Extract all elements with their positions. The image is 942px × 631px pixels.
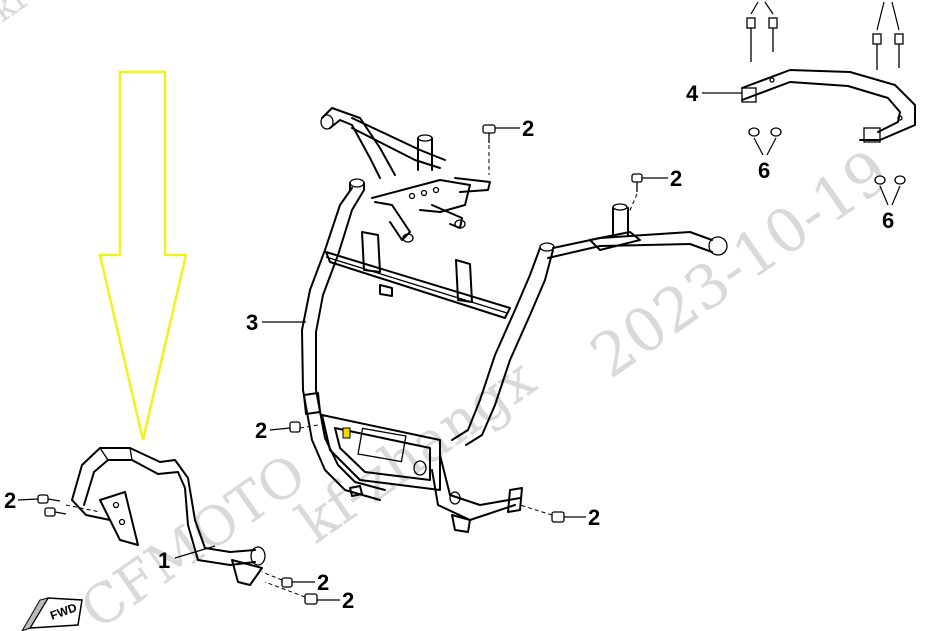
- bumper-tube-part-1: [71, 447, 266, 586]
- watermark-corner: kf: [0, 0, 36, 30]
- callout-2-far-left: 2: [4, 488, 16, 513]
- watermark-user: kf-zhangx: [286, 346, 548, 556]
- nut-set-left: [748, 127, 782, 156]
- callout-6-left: 6: [758, 158, 770, 183]
- callout-6-right: 6: [882, 208, 894, 233]
- callout-2-bottom-right: 2: [588, 505, 600, 530]
- highlight-arrow: [98, 70, 188, 441]
- watermark-brand: CFMOTO: [69, 442, 317, 631]
- callout-2-bottom-lower: 2: [342, 588, 354, 613]
- highlight-marker: [342, 427, 351, 439]
- watermark-date: 2023-10-19: [578, 137, 902, 393]
- callout-2-bottom-upper: 2: [317, 570, 329, 595]
- bolt-set-top-left: [746, 1, 778, 62]
- bolt-set-top-right: [872, 1, 904, 70]
- callout-2-top: 2: [522, 116, 534, 141]
- nut-set-right: [874, 175, 906, 206]
- fwd-indicator-icon: FWD: [21, 597, 83, 631]
- callout-4: 4: [686, 81, 699, 106]
- callout-2-frame-left: 2: [255, 418, 267, 443]
- front-frame-part-3: [301, 107, 728, 533]
- callout-3: 3: [246, 310, 258, 335]
- callouts: 1 2 2 2 2 2 2 2 3 4 6 6: [4, 81, 894, 613]
- fasteners-part-2: [37, 124, 643, 605]
- callout-2-right: 2: [670, 166, 682, 191]
- upper-bracket-part-4: [741, 1, 916, 206]
- callout-1: 1: [158, 548, 170, 573]
